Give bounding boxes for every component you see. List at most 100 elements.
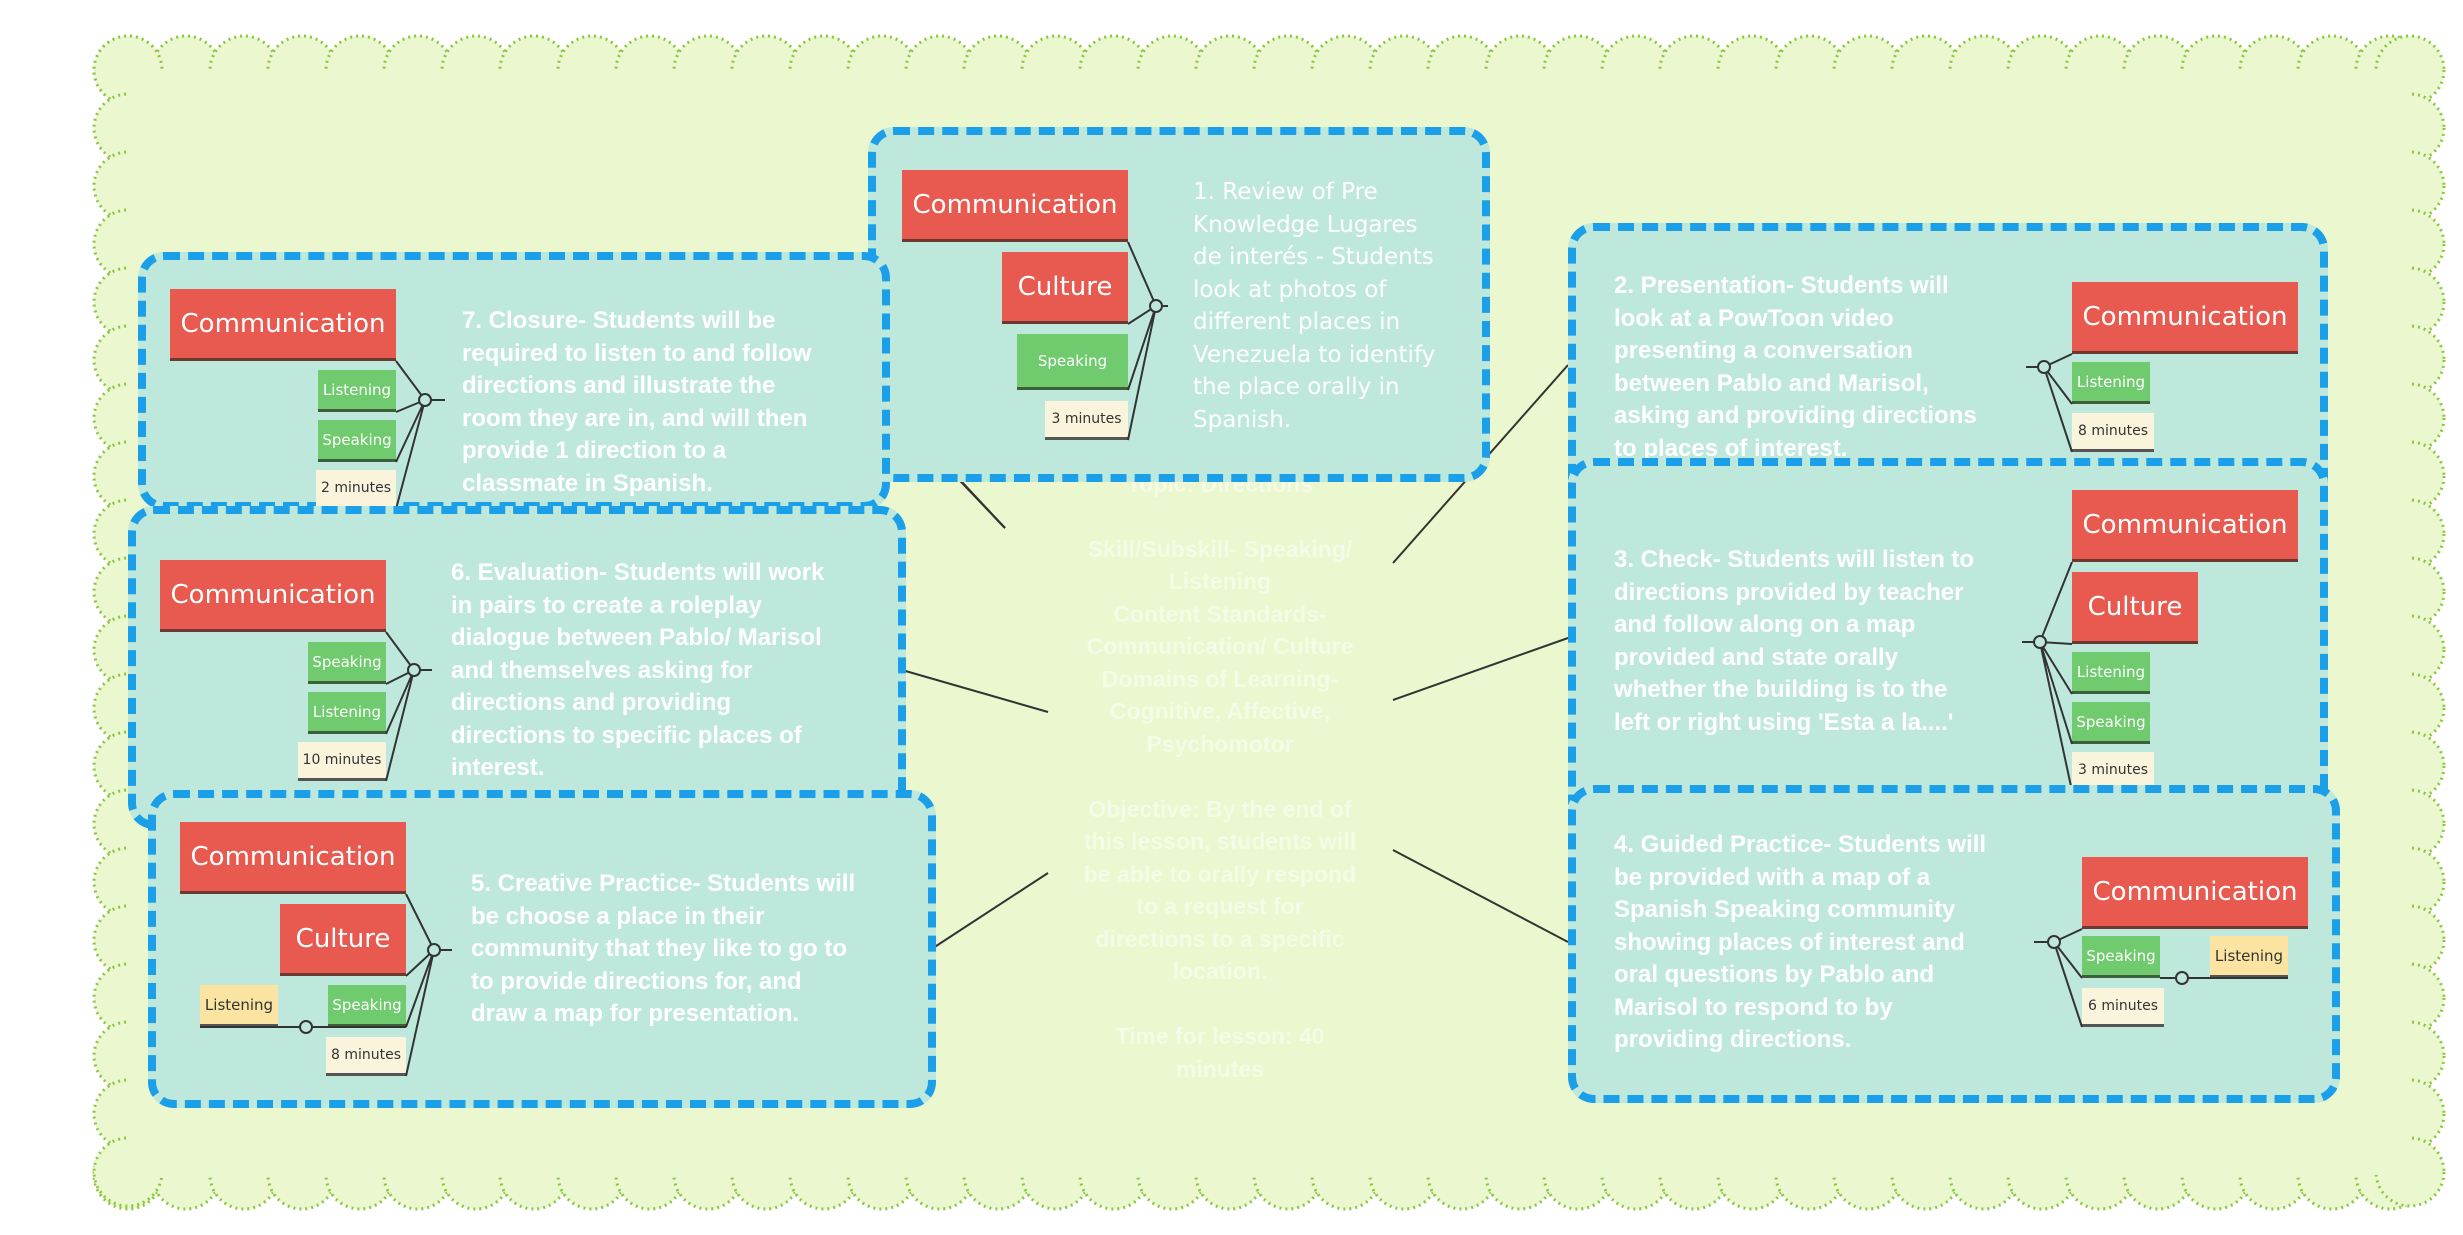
- step2-tag-communication[interactable]: Communication: [2072, 282, 2298, 354]
- step5-line: community that they like to go to: [471, 935, 848, 962]
- step3-line: whether the building is to the: [1614, 676, 1948, 703]
- step3-tag-culture[interactable]: Culture: [2072, 572, 2198, 644]
- step1-tag-culture[interactable]: Culture: [1002, 252, 1128, 324]
- step3-tag-time[interactable]: 3 minutes: [2072, 752, 2154, 791]
- step1-line: 1. Review of Pre: [1193, 179, 1378, 205]
- step4-line: 4. Guided Practice- Students will: [1614, 831, 1987, 858]
- step1-tag-speaking[interactable]: Speaking: [1017, 334, 1128, 390]
- step3-line: provided and state orally: [1614, 643, 1899, 671]
- step7-tag-communication[interactable]: Communication: [170, 289, 396, 361]
- center-line: Skill/Subskill- Speaking/: [1087, 535, 1353, 562]
- step7-line: provide 1 direction to a: [462, 437, 727, 464]
- step1-tag-communication[interactable]: Communication: [902, 170, 1128, 242]
- step2-line: to places of interest.: [1614, 434, 1848, 462]
- step6-line: and themselves asking for: [451, 656, 753, 684]
- step1-line: Venezuela to identify: [1193, 341, 1436, 368]
- step6-line: dialogue between Pablo/ Marisol: [451, 624, 822, 651]
- step3-tag-speaking[interactable]: Speaking: [2072, 702, 2150, 744]
- step4-line: showing places of interest and: [1614, 928, 1965, 956]
- step7-tag-listening[interactable]: Listening: [318, 370, 396, 412]
- step6-line: in pairs to create a roleplay: [451, 591, 762, 619]
- step6-line: 6. Evaluation- Students will work: [451, 559, 825, 586]
- center-line: be able to orally respond: [1083, 860, 1357, 887]
- step6-tag-communication[interactable]: Communication: [160, 560, 386, 632]
- step4-tag-time[interactable]: 6 minutes: [2082, 988, 2164, 1027]
- step6-tag-listening[interactable]: Listening: [308, 692, 386, 734]
- step4-tag-communication[interactable]: Communication: [2082, 857, 2308, 929]
- step2-text: 2. Presentation- Students will look at a …: [1614, 270, 2034, 465]
- center-line: Time for lesson: 40: [1115, 1023, 1325, 1049]
- step5-tag-culture[interactable]: Culture: [280, 904, 406, 976]
- step6-text: 6. Evaluation- Students will work in pair…: [451, 557, 891, 785]
- connector-step5: [929, 872, 1049, 951]
- step7-line: room they are in, and will then: [462, 404, 808, 432]
- step4-text: 4. Guided Practice- Students will be prov…: [1614, 829, 2054, 1057]
- step5-tag-communication[interactable]: Communication: [180, 822, 406, 894]
- step2-line: presenting a conversation: [1614, 337, 1913, 364]
- step6-panel[interactable]: [128, 506, 906, 829]
- center-line: location.: [1172, 958, 1268, 984]
- step7-line: classmate in Spanish.: [462, 469, 713, 497]
- step1-line: Knowledge Lugares: [1193, 211, 1418, 238]
- step1-line: different places in: [1193, 309, 1401, 335]
- step1-tag-time[interactable]: 3 minutes: [1045, 401, 1128, 440]
- step5-text: 5. Creative Practice- Students will be ch…: [471, 868, 911, 1031]
- step2-line: between Pablo and Marisol,: [1614, 369, 1929, 397]
- step5-line: to provide directions for, and: [471, 967, 802, 995]
- step1-line: the place orally in: [1193, 374, 1400, 400]
- step1-line: look at photos of: [1193, 276, 1387, 303]
- step2-tag-listening[interactable]: Listening: [2072, 362, 2150, 404]
- step6-tag-speaking[interactable]: Speaking: [308, 642, 386, 684]
- step1-line: Spanish.: [1193, 406, 1292, 433]
- center-line: Communication/ Culture: [1086, 633, 1354, 659]
- step3-line: left or right using 'Esta a la....': [1614, 708, 1954, 736]
- step7-line: 7. Closure- Students will be: [462, 307, 776, 334]
- step6-tag-time[interactable]: 10 minutes: [298, 742, 386, 781]
- step3-tag-listening[interactable]: Listening: [2072, 652, 2150, 694]
- step3-line: 3. Check- Students will listen to: [1614, 546, 1975, 573]
- step5-tag-time[interactable]: 8 minutes: [326, 1037, 406, 1076]
- connector-step6: [901, 669, 1049, 713]
- step5-line: be choose a place in their: [471, 902, 765, 930]
- step3-tag-communication[interactable]: Communication: [2072, 490, 2298, 562]
- step3-line: and follow along on a map: [1614, 611, 1916, 638]
- step7-tag-speaking[interactable]: Speaking: [318, 420, 396, 462]
- step3-line: directions provided by teacher: [1614, 578, 1964, 606]
- step5-line: draw a map for presentation.: [471, 1000, 800, 1027]
- step5-tag-speaking[interactable]: Speaking: [328, 985, 406, 1027]
- step6-line: directions to specific places of: [451, 721, 802, 749]
- center-line: Objective: By the end of: [1088, 795, 1352, 822]
- step2-line: 2. Presentation- Students will: [1614, 272, 1949, 299]
- step5-line: 5. Creative Practice- Students will: [471, 870, 856, 897]
- step6-line: directions and providing: [451, 689, 732, 716]
- step2-line: look at a PowToon video: [1614, 304, 1894, 332]
- step7-line: required to listen to and follow: [462, 339, 812, 367]
- step3-text: 3. Check- Students will listen to directi…: [1614, 544, 2054, 739]
- step4-line: providing directions.: [1614, 1026, 1852, 1053]
- center-line: directions to a specific: [1095, 925, 1345, 952]
- step4-tag-listening[interactable]: Listening: [2210, 936, 2288, 978]
- step7-text: 7. Closure- Students will be required to …: [462, 305, 882, 500]
- step7-line: directions and illustrate the: [462, 372, 776, 399]
- step4-line: oral questions by Pablo and: [1614, 961, 1935, 988]
- center-line: to a request for: [1136, 893, 1304, 919]
- center-line: Cognitive, Affective,: [1109, 698, 1331, 724]
- center-line: Psychomotor: [1146, 730, 1294, 757]
- step5-tag-listening[interactable]: Listening: [200, 985, 278, 1027]
- step4-tag-speaking[interactable]: Speaking: [2082, 936, 2160, 978]
- connector-step3: [1392, 637, 1569, 701]
- step2-tag-time[interactable]: 8 minutes: [2072, 413, 2154, 452]
- center-line: this lesson, students will: [1083, 828, 1357, 854]
- step4-line: be provided with a map of a: [1614, 863, 1931, 891]
- step7-tag-time[interactable]: 2 minutes: [316, 470, 396, 509]
- step4-line: Marisol to respond to by: [1614, 993, 1893, 1021]
- center-line: minutes: [1175, 1055, 1265, 1082]
- step2-line: asking and providing directions: [1614, 402, 1977, 429]
